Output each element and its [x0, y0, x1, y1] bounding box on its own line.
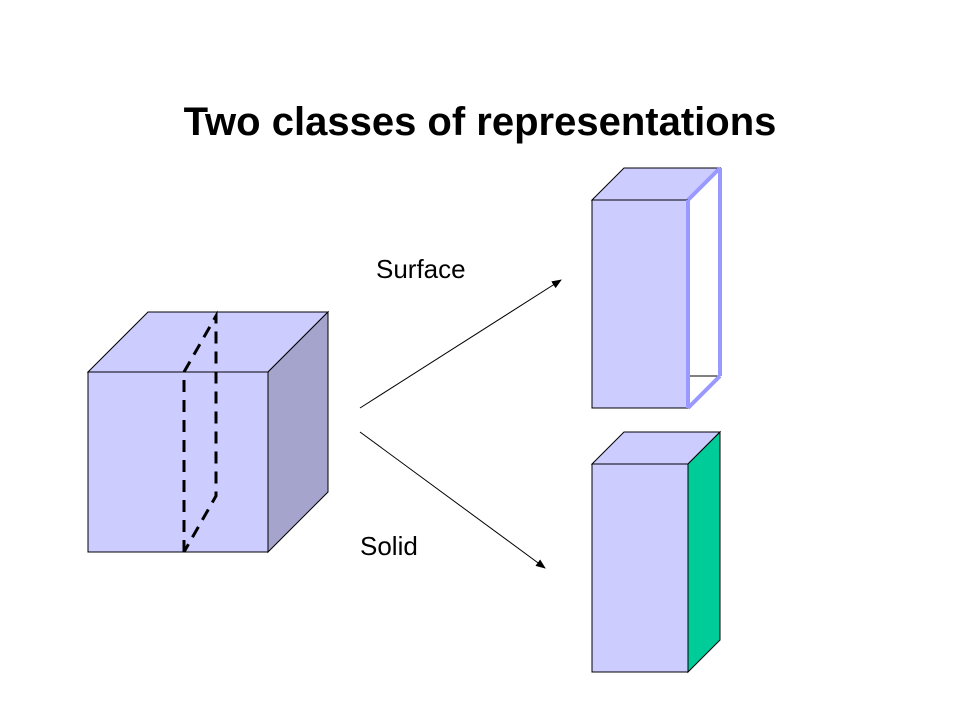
surface-label: Surface [376, 254, 466, 284]
solid-label: Solid [360, 531, 418, 561]
slide-title: Two classes of representations [183, 100, 777, 144]
surface-representation [590, 166, 722, 410]
surface-front-face [591, 199, 689, 409]
whole-cube [86, 310, 330, 554]
solid-representation [590, 430, 722, 674]
surface-open-side-edges [686, 166, 722, 410]
arrow-to-surface [359, 279, 562, 409]
solid-side-face [687, 430, 721, 674]
solid-front-face [591, 463, 689, 673]
surface-top-face [590, 167, 722, 201]
cube-front-face [87, 371, 269, 553]
arrow-to-solid [359, 431, 546, 569]
cutting-plane-dashed [182, 310, 218, 553]
